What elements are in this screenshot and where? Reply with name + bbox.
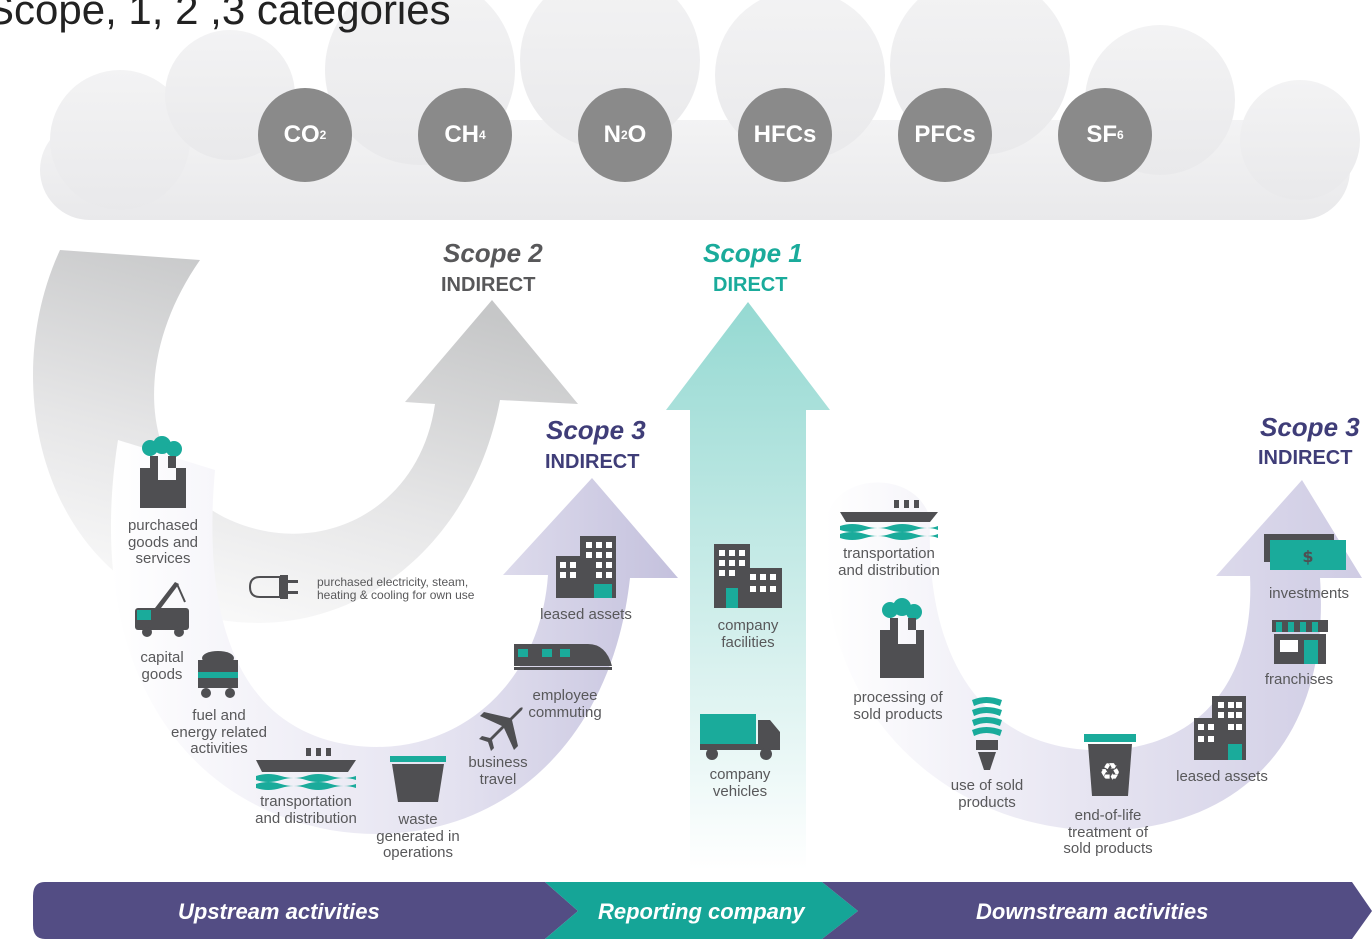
gas-circle-pfcs: PFCs xyxy=(898,88,992,182)
truck-icon xyxy=(700,714,780,760)
banner-upstream-shape xyxy=(33,882,578,939)
scope1-type: DIRECT xyxy=(713,274,788,296)
building-icon xyxy=(556,536,616,598)
light-bulb-icon xyxy=(972,697,1002,770)
label-end-of-life: end-of-life treatment of sold products xyxy=(1063,807,1153,857)
scope3-upstream-type: INDIRECT xyxy=(545,451,640,473)
scope3-downstream-name: Scope 3 xyxy=(1260,412,1360,442)
storefront-icon xyxy=(1272,620,1328,664)
factory-icon xyxy=(140,436,186,508)
banner-downstream: Downstream activities xyxy=(976,899,1209,924)
label-processing: processing of sold products xyxy=(853,689,943,723)
label-employee-commuting: employee commuting xyxy=(528,687,602,721)
gas-label: SF xyxy=(1086,121,1117,148)
recycle-bin-icon: ♻ xyxy=(1084,734,1136,796)
label-upstream-leased-assets: leased assets xyxy=(540,606,632,623)
gas-circle-hfcs: HFCs xyxy=(738,88,832,182)
banner-upstream: Upstream activities xyxy=(178,899,380,924)
scope3-downstream-type: INDIRECT xyxy=(1258,447,1353,469)
company-building-icon xyxy=(714,544,782,608)
gas-label: CO xyxy=(283,121,320,148)
scope2-name: Scope 2 xyxy=(443,238,543,268)
gas-label: PFCs xyxy=(914,121,976,148)
label-company-facilities: company facilities xyxy=(717,617,779,651)
banner-downstream-shape xyxy=(822,882,1372,939)
gas-label-tail: O xyxy=(627,121,647,148)
label-downstream-transportation: transportation and distribution xyxy=(838,545,940,579)
label-purchased-goods: purchased goods and services xyxy=(127,517,199,567)
gas-label: HFCs xyxy=(753,121,817,148)
scope3-upstream-arc xyxy=(110,440,679,834)
money-icon: $ xyxy=(1264,534,1346,570)
train-icon xyxy=(514,644,612,670)
scope3-upstream-name: Scope 3 xyxy=(546,415,646,445)
label-capital-goods: capital goods xyxy=(140,649,184,683)
gas-label: CH xyxy=(444,121,479,148)
gas-subscript: 6 xyxy=(1116,128,1124,142)
plug-icon xyxy=(248,575,298,599)
gas-subscript: 4 xyxy=(478,128,486,142)
dumpster-icon xyxy=(390,756,446,802)
ship-icon-downstream xyxy=(840,500,938,540)
label-upstream-transportation: transportation and distribution xyxy=(255,793,357,827)
scope1-name: Scope 1 xyxy=(703,238,803,268)
factory-icon-downstream xyxy=(880,598,924,678)
label-franchises: franchises xyxy=(1264,671,1334,688)
svg-text:$: $ xyxy=(1302,547,1313,566)
label-company-vehicles: company vehicles xyxy=(709,766,771,800)
gas-subscript: 2 xyxy=(620,128,628,142)
label-downstream-leased-assets: leased assets xyxy=(1176,768,1268,785)
banner-reporting: Reporting company xyxy=(598,899,805,924)
airplane-icon xyxy=(479,707,523,751)
label-use-of-sold-products: use of sold products xyxy=(950,777,1024,811)
label-fuel-energy: fuel and energy related activities xyxy=(171,707,267,757)
gas-label: N xyxy=(603,121,621,148)
label-investments: investments xyxy=(1268,585,1350,602)
label-waste: waste generated in operations xyxy=(376,811,460,861)
coal-cart-icon xyxy=(198,651,238,698)
page-title: Scope, 1, 2 ,3 categories xyxy=(0,0,451,33)
label-business-travel: business travel xyxy=(468,754,528,788)
gas-subscript: 2 xyxy=(319,128,327,142)
banner-reporting-shape xyxy=(545,882,858,939)
label-purchased-electricity: purchased electricity, steam, heating & … xyxy=(317,575,475,603)
svg-text:♻: ♻ xyxy=(1099,758,1121,786)
ship-icon xyxy=(256,748,356,790)
crane-truck-icon xyxy=(135,582,189,637)
building-icon-downstream xyxy=(1194,696,1246,760)
scope2-type: INDIRECT xyxy=(441,274,536,296)
